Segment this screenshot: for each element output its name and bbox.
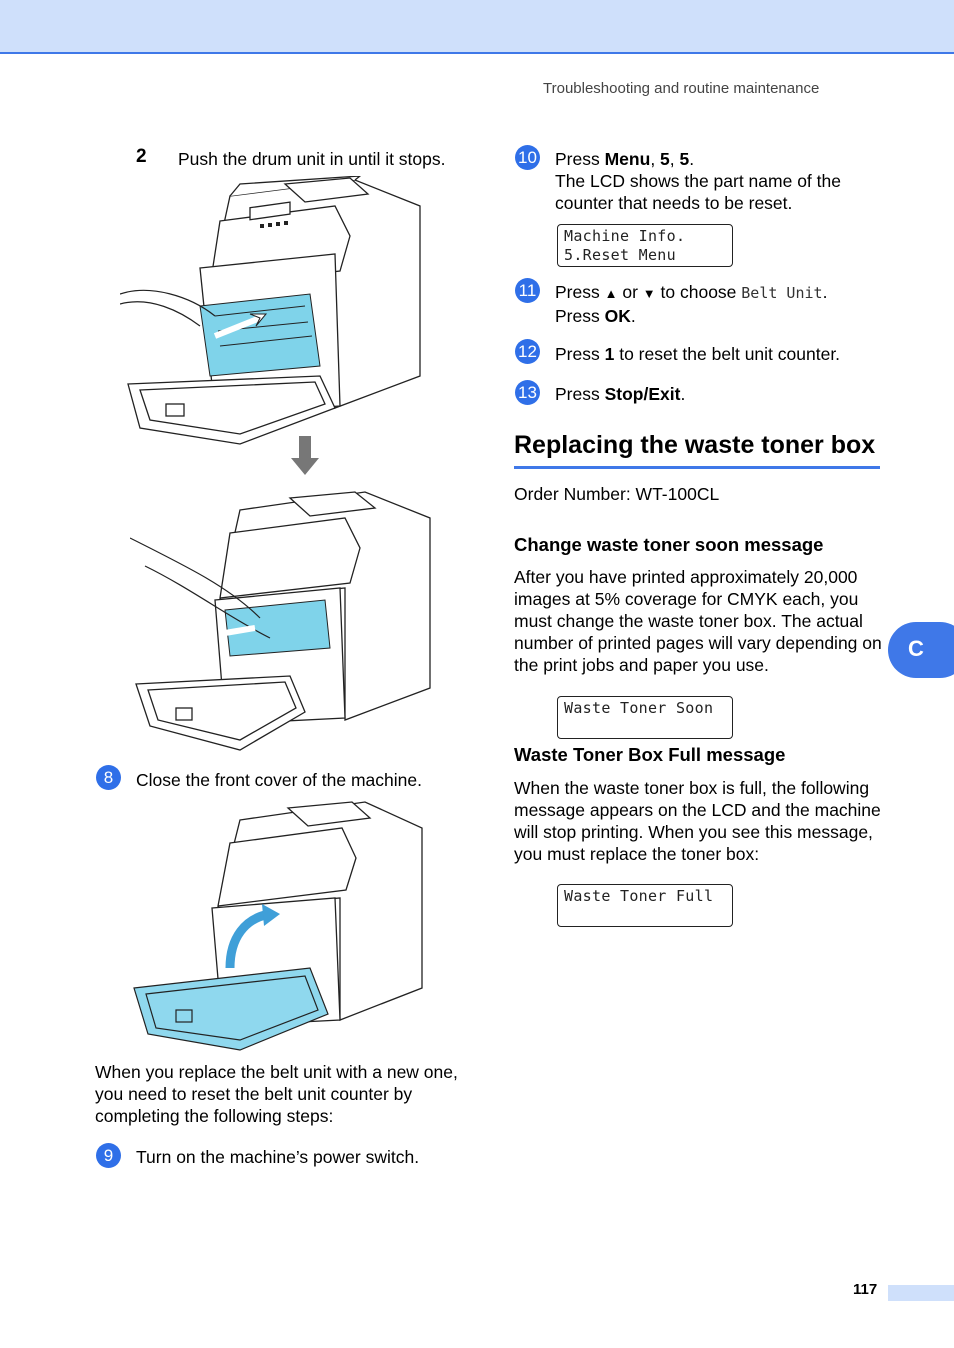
subsection-title-soon: Change waste toner soon message [514,534,824,555]
subsection-title-full: Waste Toner Box Full message [514,744,786,765]
lcd-waste-toner-soon: Waste Toner Soon [557,696,733,739]
printer-close-cover-illustration [133,801,423,1051]
step-2-number: 2 [136,146,147,167]
down-arrow-icon [291,436,319,475]
header-band [0,0,954,54]
step-12-text: Press 1 to reset the belt unit counter. [555,344,841,364]
running-title: Troubleshooting and routine maintenance [543,80,820,97]
step-13-badge: 13 [515,380,540,405]
page-number: 117 [853,1281,878,1298]
step-13-text: Press Stop/Exit. [555,384,686,404]
step-9-text: Turn on the machine’s power switch. [136,1147,420,1167]
step-8-badge: 8 [96,765,121,790]
step-11-badge: 11 [515,278,540,303]
page-number-bar [888,1285,954,1301]
down-arrow-icon: ▼ [642,286,656,301]
printer-drum-pushed-illustration [130,491,431,751]
step-10-text: Press Menu, 5, 5. The LCD shows the part… [555,149,841,213]
order-number: Order Number: WT-100CL [514,484,720,504]
up-arrow-icon: ▲ [604,286,618,301]
step-11-text: Press ▲ or ▼ to choose Belt Unit. Press … [555,282,828,326]
chapter-tab: C [888,622,954,678]
belt-reset-note: When you replace the belt unit with a ne… [95,1062,458,1126]
lcd-waste-toner-full: Waste Toner Full [557,884,733,927]
lcd-machine-info: Machine Info. 5.Reset Menu [557,224,733,267]
step-2-text: Push the drum unit in until it stops. [178,149,446,169]
section-title: Replacing the waste toner box [514,431,876,459]
step-10-badge: 10 [515,145,540,170]
step-12-badge: 12 [515,339,540,364]
section-title-rule [514,466,880,469]
step-9-badge: 9 [96,1143,121,1168]
step-8-text: Close the front cover of the machine. [136,770,422,790]
subsection-soon-paragraph: After you have printed approximately 20,… [514,567,882,675]
subsection-full-paragraph: When the waste toner box is full, the fo… [514,778,881,864]
printer-drum-insert-illustration [120,176,421,445]
